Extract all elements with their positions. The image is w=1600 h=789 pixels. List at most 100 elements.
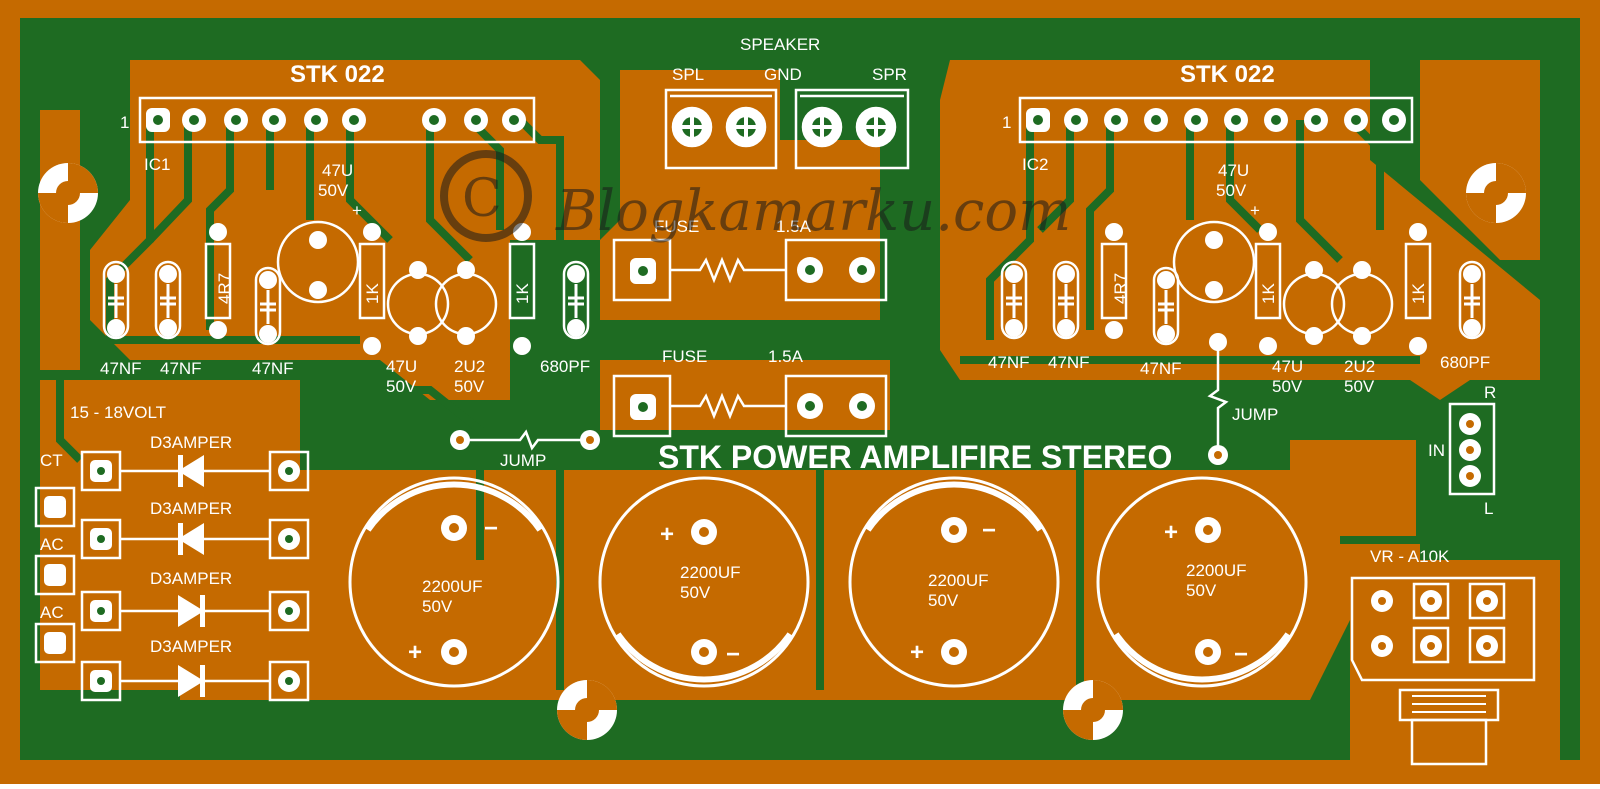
trace-isolation [56,117,1424,690]
speaker-screw-slots [682,117,886,137]
left-cap47u-top: 47U [322,161,353,180]
ic2-pin1: 1 [1002,113,1011,132]
big-cap-3-minus: − [982,517,996,544]
right-r4r7: 4R7 [1111,273,1130,304]
volume-pot [1350,576,1536,766]
left-c680pf: 680PF [540,357,590,376]
right-cap47u-bot: 47U [1272,357,1303,376]
power-input-pads [34,486,76,664]
diode4-label: D3AMPER [150,637,232,656]
big-cap-3-plus: + [910,639,924,666]
ic1-footprint [138,96,536,144]
power-ac1-label: AC [40,535,64,554]
right-cap2u2: 2U2 [1344,357,1375,376]
ic1-name: STK 022 [290,61,385,88]
mount-hole-tr [1466,163,1526,223]
watermark-text: Blogkamarku.com [555,179,1071,244]
big-cap-2-value: 2200UF [680,563,740,582]
ic1-pin1: 1 [120,113,129,132]
big-cap-2-plus: + [660,521,674,548]
ic2-name: STK 022 [1180,61,1275,88]
fuse-bottom-footprint [612,374,888,438]
big-cap-1-value: 2200UF [422,577,482,596]
right-c680pf: 680PF [1440,353,1490,372]
right-cap2u2-v: 50V [1344,377,1375,396]
big-cap-4 [1096,476,1308,688]
big-cap-3-voltage: 50V [928,591,959,610]
diode3-label: D3AMPER [150,569,232,588]
right-c47nf-1: 47NF [988,353,1030,372]
big-cap-2-minus: − [726,641,740,668]
left-r4r7: 4R7 [215,273,234,304]
speaker-title: SPEAKER [740,35,820,54]
big-cap-2-voltage: 50V [680,583,711,602]
big-cap-2 [598,476,810,688]
left-cap47u-bot: 47U [386,357,417,376]
fuse-bottom-label: FUSE [662,347,707,366]
jump-left-wire [450,429,600,451]
power-ac2-label: AC [40,603,64,622]
big-cap-1-plus: + [408,639,422,666]
fuse-top-rating: 1.5A [776,217,812,236]
left-plus-top: + [352,201,362,220]
big-cap-1-minus: − [484,515,498,542]
big-cap-3 [848,476,1060,688]
mount-hole-tl [38,163,98,223]
right-cap-marks [1006,284,1480,324]
left-c47nf-2: 47NF [160,359,202,378]
left-cap47u-top-v: 50V [318,181,349,200]
right-cap47u-top: 47U [1218,161,1249,180]
speaker-spr-label: SPR [872,65,907,84]
left-r1k-b: 1K [513,283,532,304]
ic2-ref: IC2 [1022,155,1048,174]
speaker-gnd-label: GND [764,65,802,84]
board-title: STK POWER AMPLIFIRE STEREO [658,439,1172,475]
left-cap2u2: 2U2 [454,357,485,376]
fuse-bottom-rating: 1.5A [768,347,804,366]
right-c47nf-2: 47NF [1048,353,1090,372]
diode1-label: D3AMPER [150,433,232,452]
left-r1k-a: 1K [363,283,382,304]
left-small-pads [107,223,585,355]
diode2-label: D3AMPER [150,499,232,518]
left-c47nf-3: 47NF [252,359,294,378]
left-cap2u2-v: 50V [454,377,485,396]
mount-hole-br [1063,680,1123,740]
left-c47nf-1: 47NF [100,359,142,378]
diode-bridge [80,450,310,702]
jump-right-label: JUMP [1232,405,1278,424]
svg-text:C: C [462,169,502,229]
power-ct-label: CT [40,451,63,470]
right-r1k-a: 1K [1259,283,1278,304]
big-cap-4-plus: + [1164,519,1178,546]
left-cap47u-bot-v: 50V [386,377,417,396]
jump-right-wire [1207,350,1229,465]
input-in-label: IN [1428,441,1445,460]
fuse-top-footprint [612,238,888,302]
big-cap-3-value: 2200UF [928,571,988,590]
input-connector [1448,402,1496,496]
right-r1k-b: 1K [1409,283,1428,304]
mount-hole-bl [557,680,617,740]
right-small-pads [1005,223,1481,355]
big-cap-1-voltage: 50V [422,597,453,616]
right-c47nf-3: 47NF [1140,359,1182,378]
right-cap47u-bot-v: 50V [1272,377,1303,396]
right-plus-top: + [1250,201,1260,220]
big-cap-4-value: 2200UF [1186,561,1246,580]
input-l-label: L [1484,499,1493,518]
power-voltage: 15 - 18VOLT [70,403,166,422]
jump-left-label: JUMP [500,451,546,470]
input-r-label: R [1484,383,1496,402]
ic2-footprint [1018,96,1414,144]
big-cap-1 [348,476,560,688]
left-cap-marks [108,284,584,324]
ic1-ref: IC1 [144,155,170,174]
big-cap-4-minus: − [1234,641,1248,668]
fuse-top-label: FUSE [654,217,699,236]
vr-label: VR - A10K [1370,547,1450,566]
watermark-copyright-icon: C [440,150,532,242]
big-cap-4-voltage: 50V [1186,581,1217,600]
